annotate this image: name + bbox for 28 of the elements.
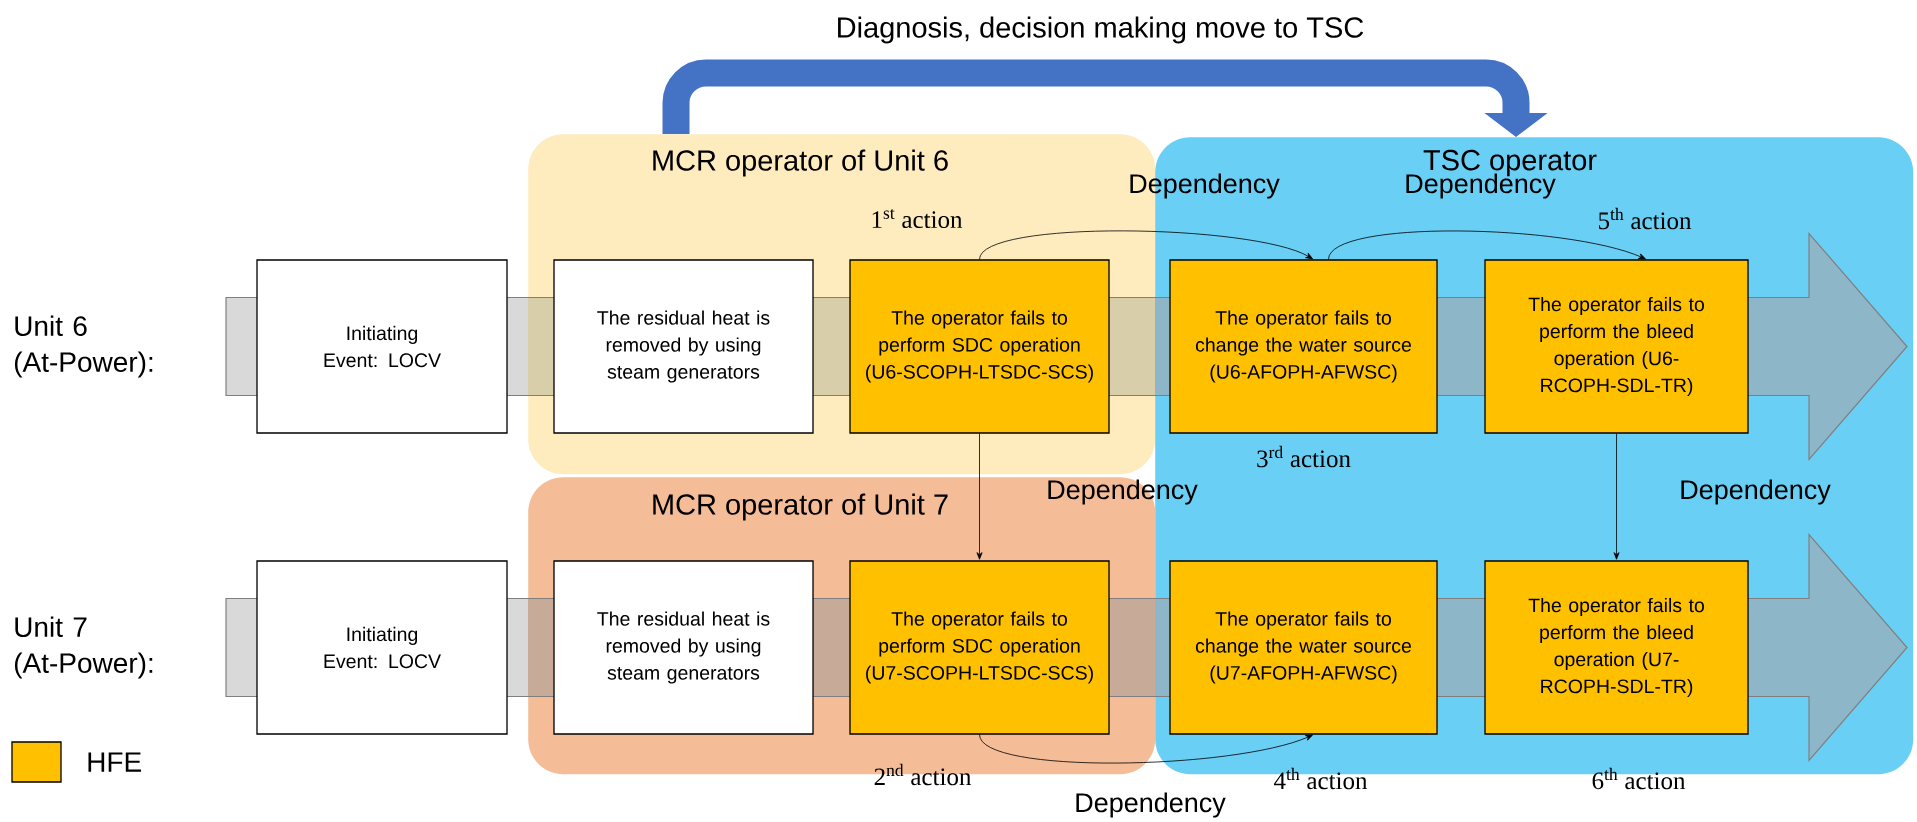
action-label: 6$^{th}$ action xyxy=(1592,767,1686,790)
hfe-box: The operator fails to perform SDC operation (U7-SCOPH-LTSDC-SCS) xyxy=(849,560,1110,735)
hfe-box: The operator fails to perform the bleed operation (U7-RCOPH-SDL-TR) xyxy=(1484,560,1749,735)
process-box: Initiating Event: LOCV xyxy=(256,259,508,434)
edge-label: Diagnosis, decision making move to TSC xyxy=(838,16,1364,44)
arrow xyxy=(1328,230,1646,260)
row-label: Unit 7 (At-Power): xyxy=(14,616,153,679)
legend-label: HFE xyxy=(88,752,141,772)
process-box: Initiating Event: LOCV xyxy=(256,560,508,735)
arrow xyxy=(976,433,983,560)
process-box: The residual heat is removed by using steam generators xyxy=(553,259,814,434)
arrow xyxy=(979,230,1313,260)
edge-label: Dependency xyxy=(1681,479,1831,505)
action-label: 5$^{th}$ action xyxy=(1599,207,1692,230)
arrow xyxy=(979,734,1313,764)
block-arrow xyxy=(662,59,1548,137)
process-box: The residual heat is removed by using steam generators xyxy=(553,560,814,735)
action-label: 2$^{nd}$ action xyxy=(874,763,972,786)
row-label: Unit 6 (At-Power): xyxy=(14,315,153,378)
action-label: 4$^{th}$ action xyxy=(1274,767,1368,790)
hfe-box: The operator fails to change the water source (U6-AFOPH-AFWSC) xyxy=(1169,259,1438,434)
arrow xyxy=(1613,433,1620,560)
edge-label: Dependency xyxy=(1076,792,1226,818)
hfe-box: The operator fails to change the water source (U7-AFOPH-AFWSC) xyxy=(1169,560,1438,735)
hfe-box: The operator fails to perform the bleed operation (U6-RCOPH-SDL-TR) xyxy=(1484,259,1749,434)
action-label: 1$^{st}$ action xyxy=(872,208,963,229)
action-label: 3$^{rd}$ action xyxy=(1257,445,1351,468)
hfe-box: The operator fails to perform SDC operation (U6-SCOPH-LTSDC-SCS) xyxy=(849,259,1110,434)
